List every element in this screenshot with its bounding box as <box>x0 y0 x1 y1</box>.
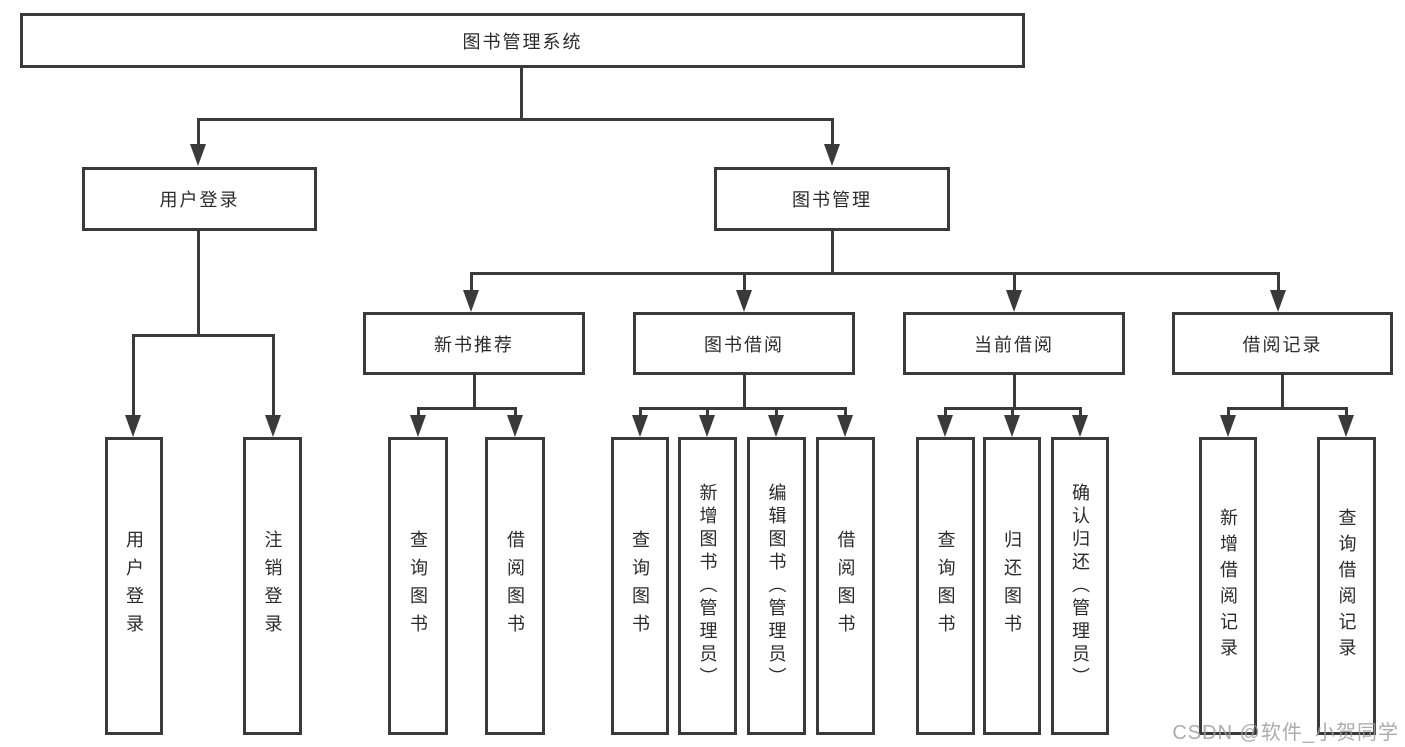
connector-vline <box>743 375 746 410</box>
leaf-add-book-admin-label: 新增图书（管理员） <box>697 482 718 690</box>
connector-vline <box>470 272 473 292</box>
arrowhead-down-icon <box>265 415 281 437</box>
leaf-add-borrow-record: 新增借阅记录 <box>1199 437 1257 735</box>
arrowhead-down-icon <box>937 415 953 437</box>
node-book-management-label: 图书管理 <box>792 190 872 210</box>
arrowhead-down-icon <box>507 415 523 437</box>
leaf-query-books-1: 查询图书 <box>388 437 448 735</box>
connector-vline <box>1013 375 1016 410</box>
leaf-logout-label: 注销登录 <box>262 530 283 642</box>
connector-vline <box>1227 407 1230 417</box>
leaf-logout: 注销登录 <box>243 437 302 735</box>
node-book-borrow-label: 图书借阅 <box>704 334 784 355</box>
node-book-borrow: 图书借阅 <box>633 312 855 375</box>
leaf-query-books-2: 查询图书 <box>611 437 669 735</box>
arrowhead-down-icon <box>632 415 648 437</box>
arrowhead-down-icon <box>190 144 206 166</box>
arrowhead-down-icon <box>1338 415 1354 437</box>
arrowhead-down-icon <box>824 144 840 166</box>
arrowhead-down-icon <box>736 290 752 312</box>
connector-vline <box>706 407 709 417</box>
leaf-query-books-1-label: 查询图书 <box>408 530 428 642</box>
connector-vline <box>1281 375 1284 410</box>
connector-vline <box>132 334 135 416</box>
arrowhead-down-icon <box>125 415 141 437</box>
connector-vline <box>844 407 847 417</box>
leaf-query-books-3: 查询图书 <box>916 437 975 735</box>
connector-vline <box>473 375 476 410</box>
leaf-return-book-label: 归还图书 <box>1002 530 1022 642</box>
connector-hline <box>1227 407 1347 410</box>
connector-vline <box>1277 272 1280 292</box>
connector-hline <box>417 407 516 410</box>
connector-vline <box>514 407 517 417</box>
leaf-query-borrow-record: 查询借阅记录 <box>1317 437 1376 735</box>
node-root-label: 图书管理系统 <box>462 31 583 52</box>
leaf-add-book-admin: 新增图书（管理员） <box>678 437 737 735</box>
connector-vline <box>1079 407 1082 417</box>
connector-vline <box>197 231 200 337</box>
node-user-login-label: 用户登录 <box>159 190 240 210</box>
connector-vline <box>944 407 947 417</box>
connector-vline <box>1345 407 1348 417</box>
connector-vline <box>775 407 778 417</box>
leaf-user-login: 用户登录 <box>105 437 163 735</box>
arrowhead-down-icon <box>768 415 784 437</box>
connector-vline <box>520 68 523 121</box>
connector-vline <box>417 407 420 417</box>
connector-vline <box>1011 407 1014 417</box>
leaf-borrow-books-2-label: 借阅图书 <box>835 530 856 642</box>
connector-vline <box>197 118 200 146</box>
leaf-user-login-label: 用户登录 <box>124 530 144 642</box>
leaf-edit-book-admin: 编辑图书（管理员） <box>747 437 806 735</box>
node-book-management: 图书管理 <box>714 167 950 231</box>
arrowhead-down-icon <box>1072 415 1088 437</box>
leaf-edit-book-admin-label: 编辑图书（管理员） <box>766 482 787 690</box>
connector-vline <box>743 272 746 292</box>
node-current-borrow-label: 当前借阅 <box>974 334 1054 355</box>
leaf-borrow-books-1-label: 借阅图书 <box>505 530 525 642</box>
node-new-book-recommend: 新书推荐 <box>363 312 585 375</box>
connector-vline <box>831 231 834 275</box>
connector-vline <box>272 334 275 416</box>
connector-hline <box>132 334 275 337</box>
arrowhead-down-icon <box>699 415 715 437</box>
arrowhead-down-icon <box>1006 290 1022 312</box>
connector-hline <box>197 118 834 121</box>
arrowhead-down-icon <box>410 415 426 437</box>
arrowhead-down-icon <box>463 290 479 312</box>
leaf-borrow-books-2: 借阅图书 <box>816 437 875 735</box>
node-current-borrow: 当前借阅 <box>903 312 1125 375</box>
leaf-return-book: 归还图书 <box>983 437 1041 735</box>
leaf-confirm-return-admin: 确认归还（管理员） <box>1051 437 1109 735</box>
arrowhead-down-icon <box>1270 290 1286 312</box>
connector-hline <box>639 407 846 410</box>
connector-vline <box>831 118 834 146</box>
node-borrow-records: 借阅记录 <box>1172 312 1393 375</box>
arrowhead-down-icon <box>1220 415 1236 437</box>
leaf-query-borrow-record-label: 查询借阅记录 <box>1336 508 1357 664</box>
arrowhead-down-icon <box>837 415 853 437</box>
arrowhead-down-icon <box>1004 415 1020 437</box>
leaf-confirm-return-admin-label: 确认归还（管理员） <box>1070 482 1090 690</box>
node-new-book-recommend-label: 新书推荐 <box>434 334 514 355</box>
leaf-borrow-books-1: 借阅图书 <box>485 437 545 735</box>
node-root: 图书管理系统 <box>20 13 1025 68</box>
leaf-query-books-3-label: 查询图书 <box>935 530 956 642</box>
csdn-watermark: CSDN @软件_小贺同学 <box>1172 722 1399 744</box>
leaf-query-books-2-label: 查询图书 <box>630 530 650 642</box>
connector-vline <box>1013 272 1016 292</box>
connector-vline <box>639 407 642 417</box>
node-borrow-records-label: 借阅记录 <box>1242 334 1323 355</box>
node-user-login: 用户登录 <box>82 167 317 231</box>
leaf-add-borrow-record-label: 新增借阅记录 <box>1218 508 1238 664</box>
connector-hline <box>470 272 1280 275</box>
